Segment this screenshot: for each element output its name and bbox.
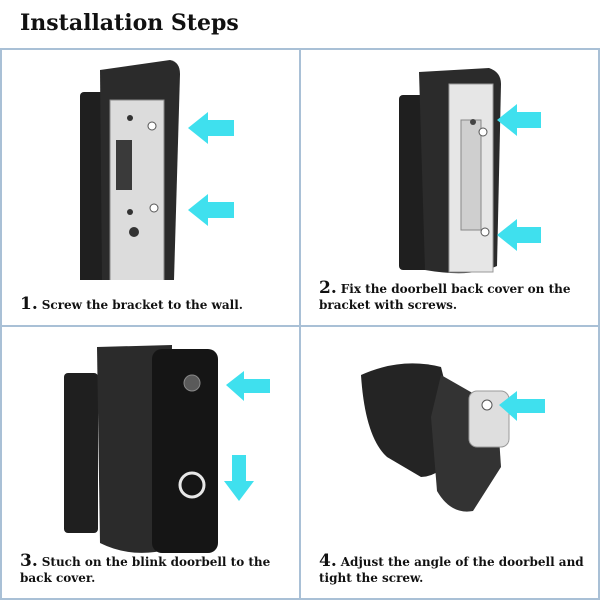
step-panel-3: 3.Stuch on the blink doorbell to the bac… (0, 325, 301, 600)
arrow-left-icon (226, 371, 270, 401)
arrow-down-icon (224, 455, 254, 501)
step-text: Adjust the angle of the doorbell and tig… (319, 555, 584, 585)
step-caption-1: 1.Screw the bracket to the wall. (20, 296, 291, 313)
step-text: Stuch on the blink doorbell to the back … (20, 555, 271, 585)
page-title: Installation Steps (20, 10, 239, 36)
step-caption-2: 2.Fix the doorbell back cover on the bra… (319, 280, 590, 313)
arrow-left-icon (497, 219, 541, 251)
doorbell-attach-illustration (64, 345, 270, 553)
step-number: 2. (319, 278, 337, 298)
step-text: Screw the bracket to the wall. (41, 298, 243, 312)
bracket-on-wall-illustration (80, 60, 234, 280)
arrow-left-icon (188, 112, 234, 144)
arrow-left-icon (499, 391, 545, 421)
step-number: 1. (20, 294, 38, 314)
arrow-left-icon (188, 194, 234, 226)
step-panel-2: 2.Fix the doorbell back cover on the bra… (299, 48, 600, 327)
step-number: 4. (319, 551, 337, 571)
angle-adjust-illustration (361, 363, 545, 512)
step-panel-4: 4.Adjust the angle of the doorbell and t… (299, 325, 600, 600)
step-caption-3: 3.Stuch on the blink doorbell to the bac… (20, 553, 291, 586)
arrow-left-icon (497, 104, 541, 136)
step-caption-4: 4.Adjust the angle of the doorbell and t… (319, 553, 590, 586)
step-panel-1: 1.Screw the bracket to the wall. (0, 48, 301, 327)
step-number: 3. (20, 551, 38, 571)
back-cover-illustration (399, 68, 541, 274)
step-text: Fix the doorbell back cover on the brack… (319, 282, 571, 312)
